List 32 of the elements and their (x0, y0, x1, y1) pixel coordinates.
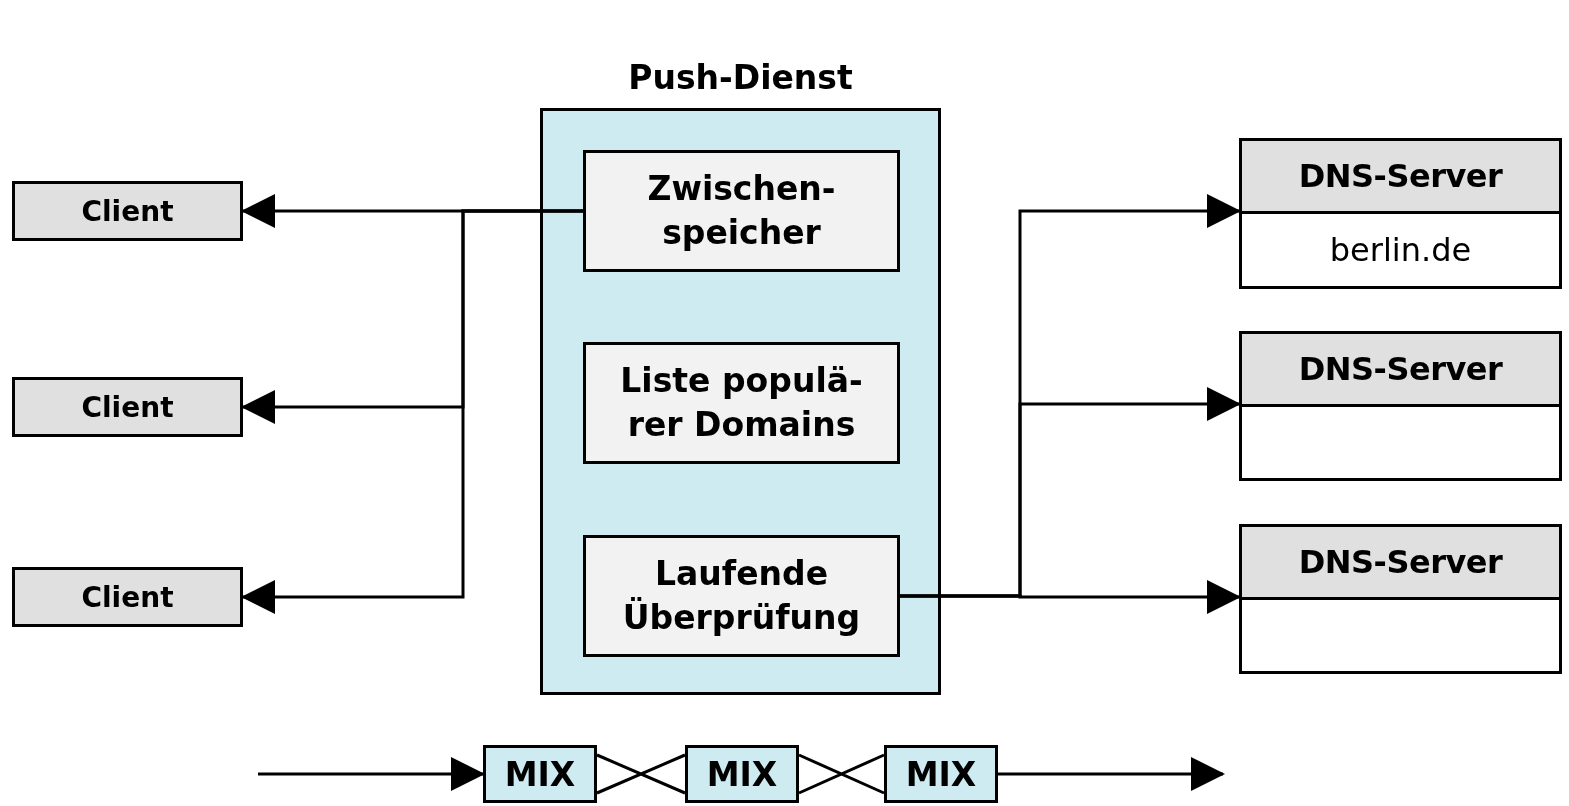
component-label: Zwischen- speicher (646, 168, 837, 254)
panel-heading: Push-Dienst (628, 58, 853, 97)
connector-arrow (241, 209, 583, 614)
component-box (583, 150, 900, 272)
domain-label: berlin.de (1329, 231, 1472, 269)
connector-arrow (900, 580, 1241, 614)
mix-label: MIX (905, 754, 977, 794)
component-label: Liste populä- rer Domains (619, 360, 864, 446)
server-title: DNS-Server (1298, 543, 1503, 581)
server-title: DNS-Server (1298, 157, 1503, 195)
connector-arrow (258, 757, 485, 791)
mix-box (483, 745, 597, 803)
client-box (12, 377, 243, 437)
server-title: DNS-Server (1298, 350, 1503, 388)
client-box (12, 567, 243, 627)
client-box (12, 181, 243, 241)
mix-box (685, 745, 799, 803)
client-label: Client (81, 194, 174, 228)
component-box (583, 342, 900, 464)
connector-arrow (998, 757, 1225, 791)
connector-arrow (595, 753, 687, 795)
client-label: Client (81, 580, 174, 614)
client-label: Client (81, 390, 174, 424)
server-box (1239, 331, 1562, 481)
server-box (1239, 524, 1562, 674)
mix-box (884, 745, 998, 803)
component-label: Laufende Überprüfung (621, 553, 862, 639)
mix-label: MIX (706, 754, 778, 794)
connector-arrow (797, 753, 886, 795)
mix-label: MIX (504, 754, 576, 794)
server-box (1239, 138, 1562, 289)
component-box (583, 535, 900, 657)
